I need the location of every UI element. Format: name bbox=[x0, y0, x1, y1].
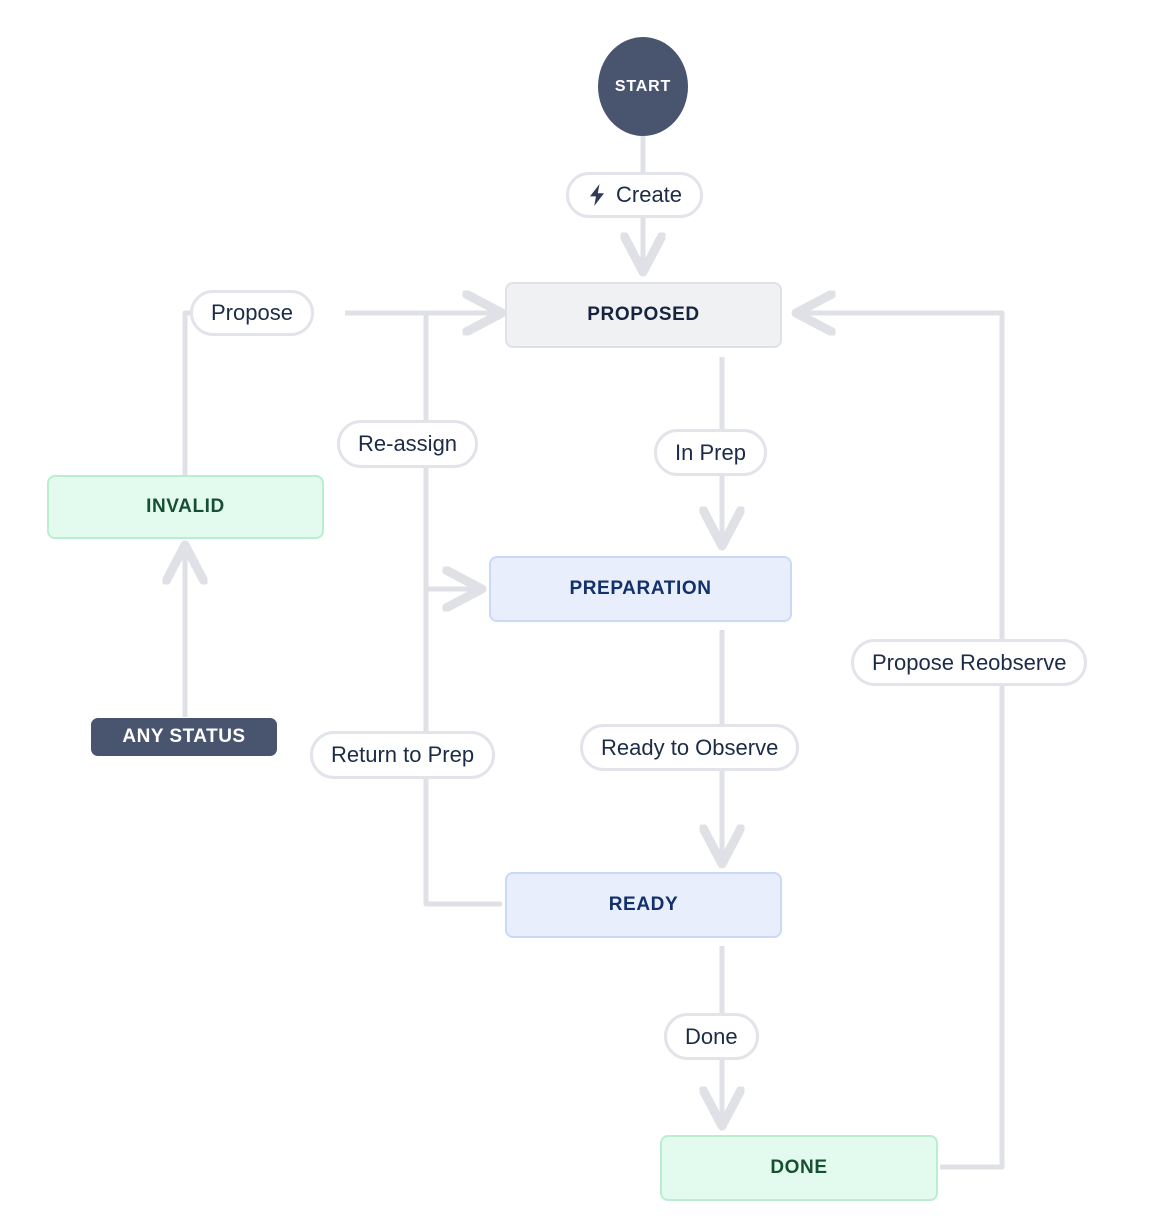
transition-create[interactable]: Create bbox=[566, 172, 704, 218]
transition-done[interactable]: Done bbox=[664, 1013, 759, 1060]
node-preparation[interactable]: PREPARATION bbox=[489, 556, 792, 622]
transition-done-label: Done bbox=[685, 1023, 738, 1049]
transition-ready-to-observe[interactable]: Ready to Observe bbox=[580, 724, 800, 771]
edge-invalid-to-propose bbox=[182, 310, 218, 478]
transition-in-prep[interactable]: In Prep bbox=[654, 429, 767, 476]
node-ready-label: READY bbox=[608, 894, 679, 915]
node-invalid[interactable]: INVALID bbox=[47, 475, 324, 539]
node-done[interactable]: DONE bbox=[660, 1135, 938, 1201]
transition-reassign-label: Re-assign bbox=[358, 431, 458, 456]
node-preparation-label: PREPARATION bbox=[569, 578, 712, 599]
edge-reassign-lower bbox=[423, 468, 502, 907]
node-start-label: START bbox=[614, 77, 672, 95]
node-done-label: DONE bbox=[770, 1157, 828, 1178]
edge-reobserve-to-proposed bbox=[796, 313, 1005, 639]
node-ready[interactable]: READY bbox=[505, 872, 782, 938]
node-proposed[interactable]: PROPOSED bbox=[505, 282, 782, 348]
node-proposed-label: PROPOSED bbox=[587, 304, 700, 325]
transition-propose-reobserve-label: Propose Reobserve bbox=[872, 649, 1067, 675]
transition-in-prep-label: In Prep bbox=[675, 439, 746, 465]
node-any-status-label: ANY STATUS bbox=[122, 726, 246, 747]
node-invalid-label: INVALID bbox=[146, 496, 225, 517]
transition-reassign[interactable]: Re-assign bbox=[337, 420, 479, 468]
transition-propose[interactable]: Propose bbox=[190, 290, 314, 336]
transition-return-to-prep-label: Return to Prep bbox=[331, 742, 475, 767]
transition-ready-to-observe-label: Ready to Observe bbox=[601, 734, 779, 760]
transition-propose-label: Propose bbox=[211, 300, 293, 325]
node-start[interactable]: START bbox=[598, 37, 688, 136]
transition-create-label: Create bbox=[616, 182, 683, 207]
transition-propose-reobserve[interactable]: Propose Reobserve bbox=[851, 639, 1088, 686]
node-any-status[interactable]: ANY STATUS bbox=[91, 718, 277, 756]
edge-done-to-reobserve bbox=[940, 686, 1005, 1170]
lightning-bolt-icon bbox=[587, 183, 607, 207]
transition-return-to-prep[interactable]: Return to Prep bbox=[310, 731, 496, 779]
